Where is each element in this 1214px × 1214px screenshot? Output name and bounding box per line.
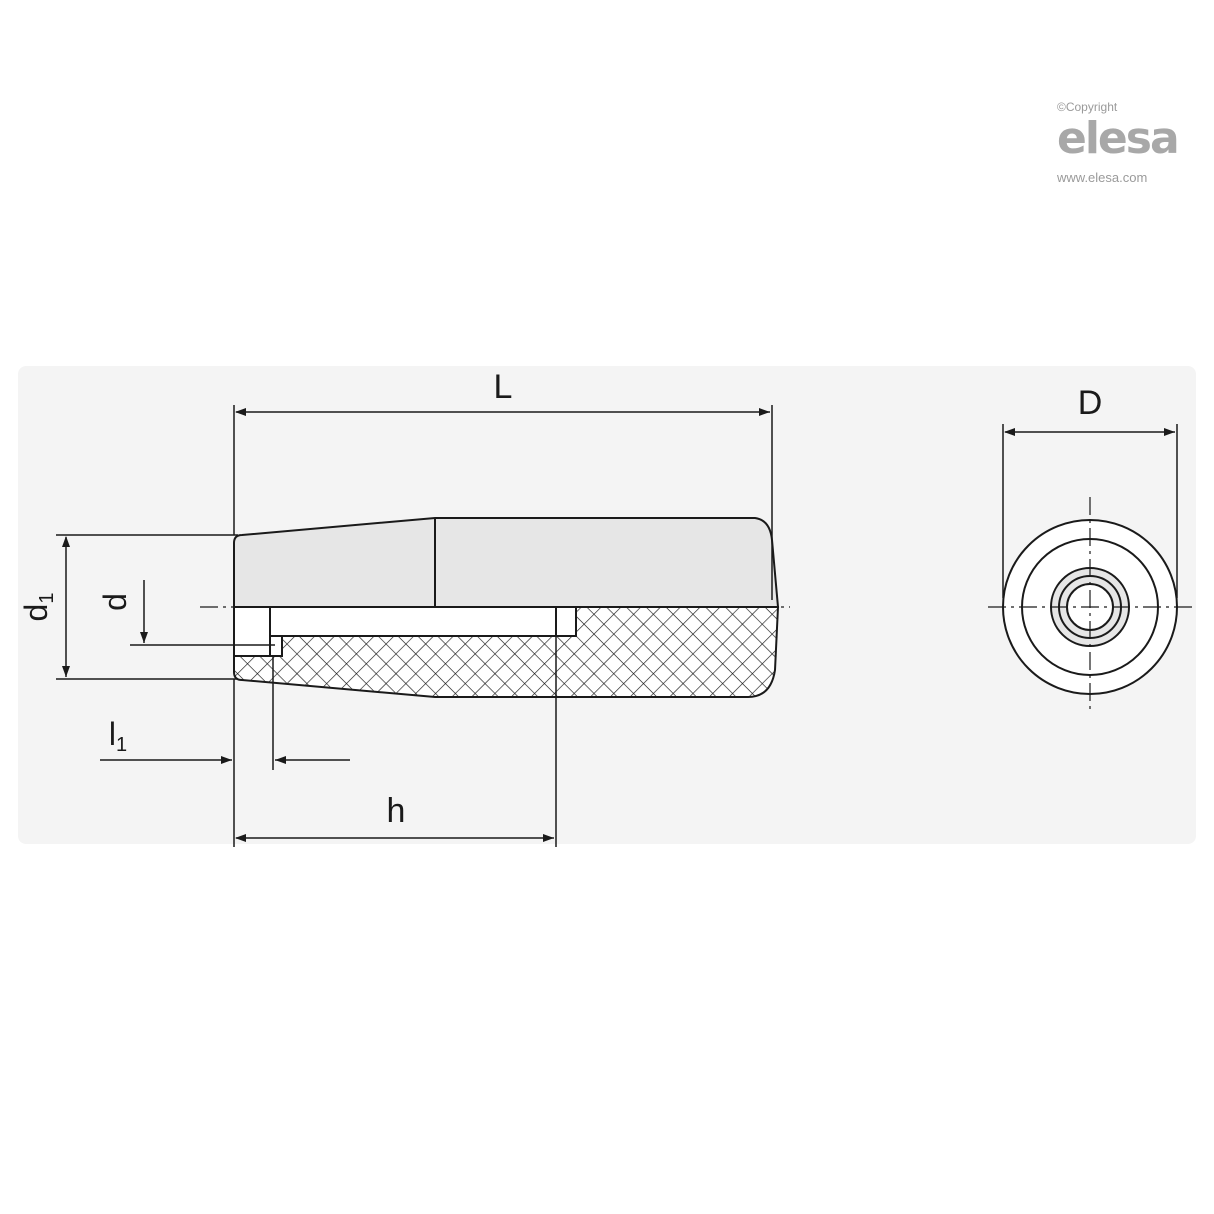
dimension-h-label: h xyxy=(387,792,406,830)
elesa-logo: elesa xyxy=(1057,113,1180,164)
dimension-D-label: D xyxy=(1078,384,1103,422)
copyright-notice: ©Copyright xyxy=(1057,100,1118,114)
handle-end-view xyxy=(988,497,1192,712)
dimension-h: h xyxy=(235,636,557,847)
dimension-d1-label: d1 xyxy=(18,593,58,622)
dimension-D: D xyxy=(1002,384,1178,598)
handle-body-upper xyxy=(233,517,780,608)
dimension-L: L xyxy=(233,368,773,600)
dimension-L-label: L xyxy=(494,368,513,406)
dimension-d: d xyxy=(97,580,275,646)
website-url: www.elesa.com xyxy=(1057,170,1148,185)
dimension-l1-label: l1 xyxy=(109,716,127,756)
handle-side-view xyxy=(200,517,790,698)
dimension-l1: l1 xyxy=(100,656,350,847)
threaded-bore xyxy=(233,606,577,657)
elesa-brand-mark: ©Copyright elesa www.elesa.com xyxy=(1057,100,1182,186)
dimension-d-label: d xyxy=(97,593,133,611)
dimension-d1: d1 xyxy=(18,534,238,680)
